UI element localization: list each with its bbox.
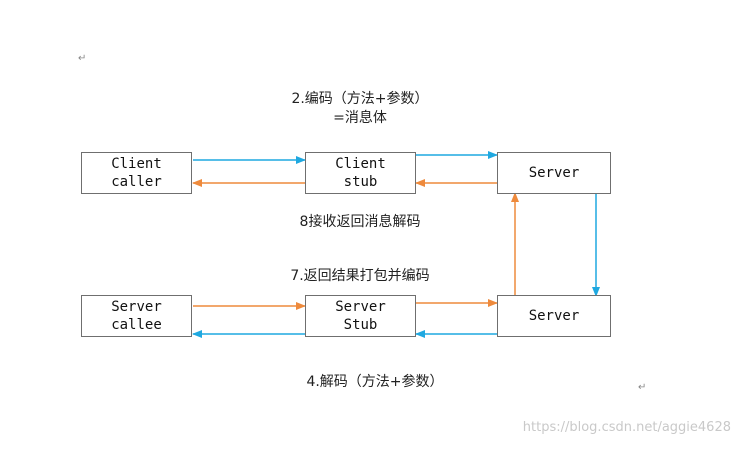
server-stub-line2: Stub xyxy=(343,317,378,333)
client-stub-line1: Client xyxy=(335,156,386,172)
client-caller-line1: Client xyxy=(111,156,162,172)
server-bottom-line1: Server xyxy=(528,308,580,324)
client-caller-line2: caller xyxy=(111,174,162,190)
server-callee-line2: callee xyxy=(111,317,162,333)
return-mark-top: ↵ xyxy=(78,53,87,64)
label-return-pack: 7.返回结果打包并编码 xyxy=(290,268,430,284)
server-top-box: Server xyxy=(497,152,611,194)
server-callee-line1: Server xyxy=(111,299,162,315)
watermark-url: https://blog.csdn.net/aggie4628 xyxy=(522,420,731,435)
client-caller-box: Client caller xyxy=(81,152,192,194)
client-stub-line2: stub xyxy=(343,174,378,190)
server-top-line1: Server xyxy=(528,165,580,181)
label-receive-decode: 8接收返回消息解码 xyxy=(299,214,421,230)
server-bottom-box: Server xyxy=(497,295,611,337)
return-mark-bottom: ↵ xyxy=(638,382,647,393)
label-decode: 4.解码（方法+参数） xyxy=(306,374,444,390)
client-stub-box: Client stub xyxy=(305,152,416,194)
server-callee-box: Server callee xyxy=(81,295,192,337)
label-encode-line1: 2.编码（方法+参数） xyxy=(291,91,429,107)
label-encode-line2: =消息体 xyxy=(333,110,387,126)
server-stub-box: Server Stub xyxy=(305,295,416,337)
server-stub-line1: Server xyxy=(335,299,386,315)
